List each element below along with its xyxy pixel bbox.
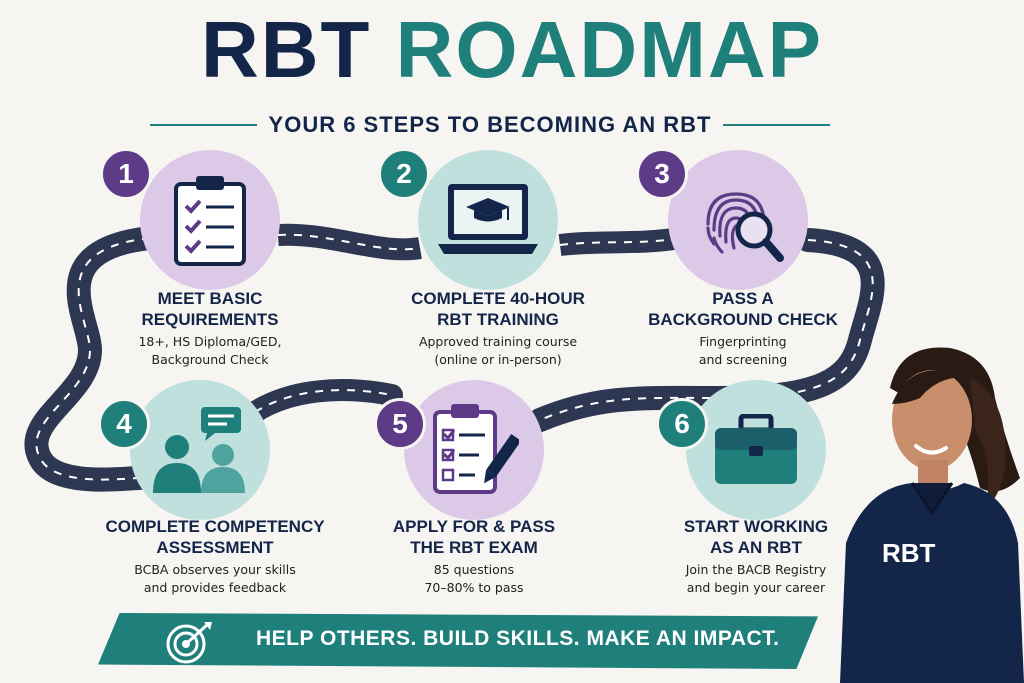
step-6-title-line1: START WORKING xyxy=(683,517,829,536)
subtitle: YOUR 6 STEPS TO BECOMING AN RBT xyxy=(268,112,712,137)
step-2-description: Approved training course (online or in-p… xyxy=(378,333,618,369)
step-3-number: 3 xyxy=(636,148,688,200)
slogan-text: HELP OTHERS. BUILD SKILLS. MAKE AN IMPAC… xyxy=(256,627,780,650)
step-4-desc-line1: BCBA observes your skills xyxy=(134,562,296,577)
step-5-title: APPLY FOR & PASS THE RBT EXAM xyxy=(364,516,584,558)
page-title: RBT ROADMAP xyxy=(0,4,1024,96)
step-2-desc-line1: Approved training course xyxy=(418,334,578,349)
step-3-desc-line1: Fingerprinting xyxy=(699,334,787,349)
step-6-title-line2: AS AN RBT xyxy=(710,538,802,557)
laptop-graduation-cap-icon xyxy=(438,184,538,254)
step-5-desc-line1: 85 questions xyxy=(433,562,515,577)
step-6-desc-line1: Join the BACB Registry xyxy=(685,562,827,577)
step-1-circle xyxy=(140,150,280,290)
step-3-desc-line2: and screening xyxy=(698,352,788,367)
step-3-title: PASS A BACKGROUND CHECK xyxy=(628,288,858,330)
step-5-title-line1: APPLY FOR & PASS xyxy=(392,517,556,536)
step-2-number: 2 xyxy=(378,148,430,200)
step-1-description: 18+, HS Diploma/GED, Background Check xyxy=(100,333,320,369)
step-3-description: Fingerprinting and screening xyxy=(628,333,858,369)
subtitle-rule-right xyxy=(723,124,830,126)
target-arrow-icon xyxy=(166,622,212,664)
slogan-banner xyxy=(98,613,818,669)
step-4-number: 4 xyxy=(98,398,150,450)
rbt-person-illustration: RBT xyxy=(840,347,1024,683)
step-2-title: COMPLETE 40-HOUR RBT TRAINING xyxy=(378,288,618,330)
step-4-description: BCBA observes your skills and provides f… xyxy=(90,561,340,597)
step-3-title-line1: PASS A xyxy=(712,289,774,308)
shirt-logo-text: RBT xyxy=(882,538,936,568)
step-4-title: COMPLETE COMPETENCY ASSESSMENT xyxy=(90,516,340,558)
step-2-title-line2: RBT TRAINING xyxy=(437,310,559,329)
step-1-number: 1 xyxy=(100,148,152,200)
step-1-title-line1: MEET BASIC xyxy=(157,289,263,308)
fingerprint-magnifier-icon xyxy=(706,192,784,262)
subtitle-rule-left xyxy=(150,124,257,126)
step-1-title-line2: REQUIREMENTS xyxy=(141,310,279,329)
title-part-roadmap: ROADMAP xyxy=(395,5,823,94)
step-3-title-line2: BACKGROUND CHECK xyxy=(648,310,838,329)
step-4-title-line2: ASSESSMENT xyxy=(156,538,274,557)
step-2-circle xyxy=(418,150,558,290)
step-5-title-line2: THE RBT EXAM xyxy=(410,538,538,557)
step-5-description: 85 questions 70–80% to pass xyxy=(364,561,584,597)
clipboard-checklist-icon xyxy=(174,176,246,266)
checklist-pencil-icon xyxy=(433,404,519,494)
step-6-desc-line2: and begin your career xyxy=(686,580,826,595)
step-6-title: START WORKING AS AN RBT xyxy=(646,516,866,558)
step-4-desc-line2: and provides feedback xyxy=(143,580,287,595)
step-1-title: MEET BASIC REQUIREMENTS xyxy=(100,288,320,330)
step-4-title-line1: COMPLETE COMPETENCY xyxy=(105,517,325,536)
briefcase-icon xyxy=(715,414,797,484)
step-3-circle xyxy=(668,150,808,290)
step-4-circle xyxy=(130,380,270,520)
step-2-title-line1: COMPLETE 40-HOUR xyxy=(411,289,585,308)
two-people-chat-icon xyxy=(153,407,245,493)
step-2-desc-line2: (online or in-person) xyxy=(434,352,562,367)
step-5-desc-line2: 70–80% to pass xyxy=(424,580,524,595)
step-6-number: 6 xyxy=(656,398,708,450)
step-1-desc-line2: Background Check xyxy=(151,352,269,367)
subtitle-row: YOUR 6 STEPS TO BECOMING AN RBT xyxy=(150,112,830,138)
step-1-desc-line1: 18+, HS Diploma/GED, xyxy=(138,334,282,349)
step-5-circle xyxy=(404,380,544,520)
title-part-rbt: RBT xyxy=(201,5,372,94)
step-6-description: Join the BACB Registry and begin your ca… xyxy=(646,561,866,597)
step-5-number: 5 xyxy=(374,398,426,450)
step-6-circle xyxy=(686,380,826,520)
